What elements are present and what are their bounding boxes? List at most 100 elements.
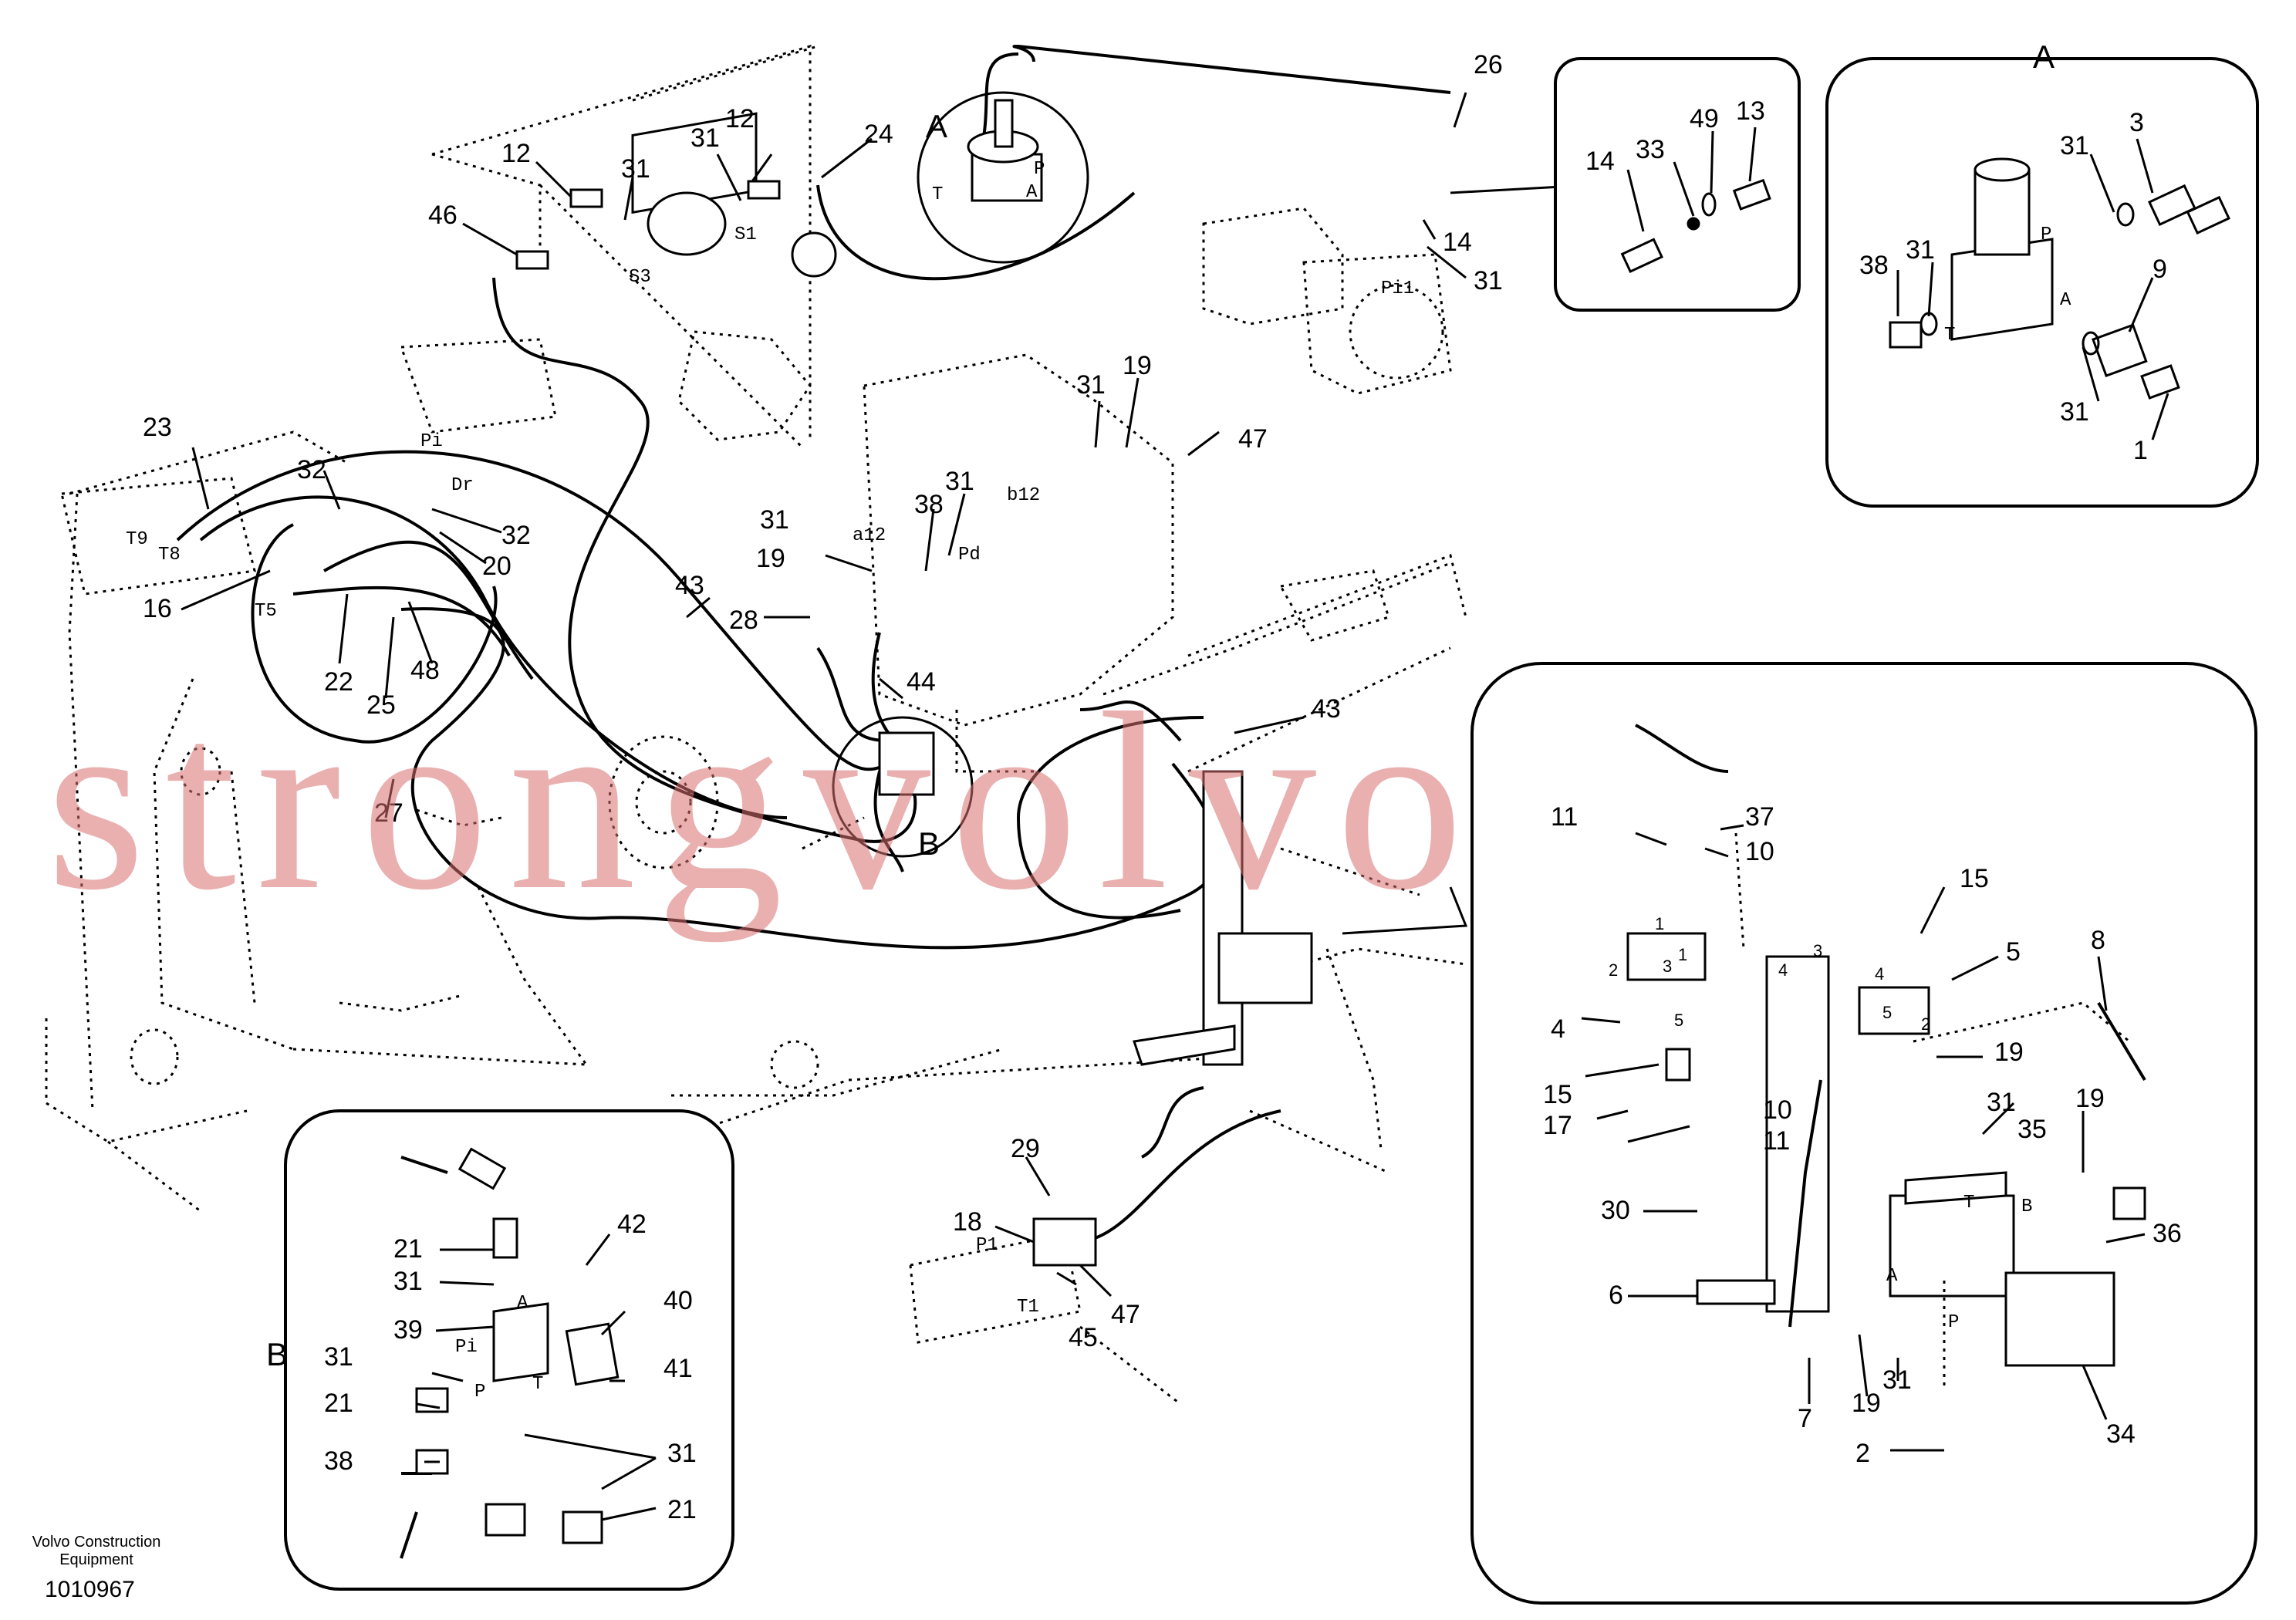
label-31: 31: [760, 505, 789, 535]
main-components: [515, 91, 1313, 1267]
detail-b-label-39: 39: [393, 1315, 423, 1345]
detail-r-label-11: 11: [1763, 1126, 1790, 1156]
label-29: 29: [1011, 1134, 1040, 1163]
detail-b-label-40: 40: [663, 1286, 693, 1315]
detail-r-label-7: 7: [1798, 1404, 1812, 1433]
label-31: 31: [945, 467, 974, 496]
label-31: 31: [690, 123, 720, 153]
detail-r-label-8: 8: [2091, 926, 2105, 955]
detail-r-port-p: P: [1948, 1312, 1959, 1333]
detail-b-label-21: 21: [393, 1234, 423, 1264]
detail-r-mark: 1: [1655, 914, 1664, 933]
label-38: 38: [914, 490, 944, 519]
label-28: 28: [729, 606, 758, 635]
detail-r-label-37: 37: [1745, 802, 1774, 832]
port-pd: Pd: [958, 545, 981, 565]
detail-b-label-38: 38: [324, 1446, 353, 1476]
detail-label-49: 49: [1690, 104, 1719, 133]
label-20: 20: [482, 552, 512, 581]
detail-a-port-p: P: [2041, 224, 2051, 245]
detail-r-label-19: 19: [1852, 1389, 1881, 1418]
label-43: 43: [675, 571, 704, 600]
detail-a-port-a: A: [2060, 290, 2071, 311]
detail-r-label-15: 15: [1960, 864, 1989, 893]
label-24: 24: [864, 120, 893, 149]
label-32: 32: [297, 455, 326, 484]
detail-box-small: 14 33 49 13: [1554, 57, 1801, 312]
detail-b-label-42: 42: [617, 1210, 647, 1239]
footer-brand-line1: Volvo Construction: [32, 1534, 161, 1551]
footer-brand-line2: Equipment: [59, 1551, 133, 1568]
label-31: 31: [621, 154, 650, 184]
detail-r-label-17: 17: [1543, 1111, 1572, 1140]
footer: Volvo Construction Equipment 1010967: [32, 1534, 161, 1602]
detail-r-label-30: 30: [1601, 1196, 1630, 1225]
detail-r-label-31: 31: [1882, 1365, 1912, 1395]
port-t5: T5: [255, 601, 277, 622]
port-t9: T9: [126, 529, 148, 550]
detail-label-14: 14: [1585, 147, 1615, 176]
detail-r-mark: 4: [1875, 964, 1884, 984]
drawing-number: 1010967: [45, 1577, 135, 1602]
label-19: 19: [1123, 351, 1152, 380]
detail-r-port-a: A: [1886, 1266, 1898, 1287]
detail-r-label-5: 5: [2006, 937, 2021, 967]
port-p: P: [1034, 159, 1045, 180]
detail-r-label-31: 31: [1987, 1088, 2016, 1117]
detail-box-right: 11 37 10 15 5 8 4 15 17 10 11 19 31 35 1…: [1470, 662, 2257, 1605]
detail-box-b: B 21 31 42 39 40 31 41 21 38 31 21 A: [266, 1109, 734, 1591]
detail-r-label-2: 2: [1855, 1439, 1870, 1468]
port-a12: a12: [853, 525, 886, 546]
detail-a-label-9: 9: [2152, 255, 2167, 284]
label-47: 47: [1111, 1300, 1140, 1329]
label-44: 44: [907, 667, 936, 697]
detail-a-title: A: [2033, 39, 2055, 75]
detail-r-label-6: 6: [1609, 1281, 1623, 1310]
detail-r-mark: 2: [1609, 960, 1618, 980]
label-23: 23: [143, 413, 172, 442]
port-t: T: [932, 184, 943, 205]
label-22: 22: [324, 667, 353, 697]
port-t8: T8: [158, 545, 181, 565]
detail-a-port-t: T: [1944, 325, 1955, 346]
detail-r-label-36: 36: [2152, 1219, 2182, 1248]
label-31: 31: [1076, 370, 1106, 400]
detail-b-label-31: 31: [393, 1267, 423, 1296]
port-b12: b12: [1007, 485, 1040, 506]
label-31: 31: [1474, 266, 1503, 295]
detail-r-port-t: T: [1963, 1193, 1974, 1213]
detail-label-33: 33: [1636, 135, 1665, 164]
port-pi: Pi: [420, 431, 443, 452]
port-p1: P1: [976, 1235, 998, 1256]
label-18: 18: [953, 1207, 982, 1237]
detail-b-label-41: 41: [663, 1354, 693, 1383]
detail-r-label-10: 10: [1745, 837, 1774, 866]
port-s1: S1: [734, 224, 757, 245]
view-b-marker: B: [918, 825, 940, 862]
detail-label-13: 13: [1736, 96, 1765, 126]
detail-a-label-31: 31: [2060, 131, 2089, 160]
port-pi1: Pi1: [1381, 278, 1414, 299]
port-dr: Dr: [451, 475, 474, 496]
detail-r-mark: 3: [1813, 941, 1822, 960]
detail-b-label-31: 31: [324, 1342, 353, 1372]
detail-r-label-11: 11: [1551, 802, 1578, 832]
port-markings: S3 S1 T P A Pi1 Pi Dr T9 T8 T5 a12 b12 P…: [126, 159, 1414, 1318]
detail-r-label-4: 4: [1551, 1014, 1565, 1044]
detail-b-label-21: 21: [324, 1389, 353, 1418]
detail-r-label-19: 19: [2075, 1084, 2105, 1113]
label-27: 27: [374, 798, 403, 828]
machine-outline: [45, 45, 1467, 1406]
label-19: 19: [756, 544, 785, 573]
label-12: 12: [501, 139, 531, 168]
label-14: 14: [1443, 228, 1472, 257]
detail-r-mark: 1: [1678, 945, 1687, 964]
detail-r-label-19: 19: [1994, 1038, 2024, 1067]
label-26: 26: [1474, 50, 1503, 79]
hose-lines: [176, 44, 1451, 1244]
label-43: 43: [1312, 694, 1341, 724]
detail-r-label-10: 10: [1763, 1095, 1792, 1125]
detail-a-label-3: 3: [2129, 108, 2144, 137]
detail-b-label-21: 21: [667, 1495, 697, 1524]
